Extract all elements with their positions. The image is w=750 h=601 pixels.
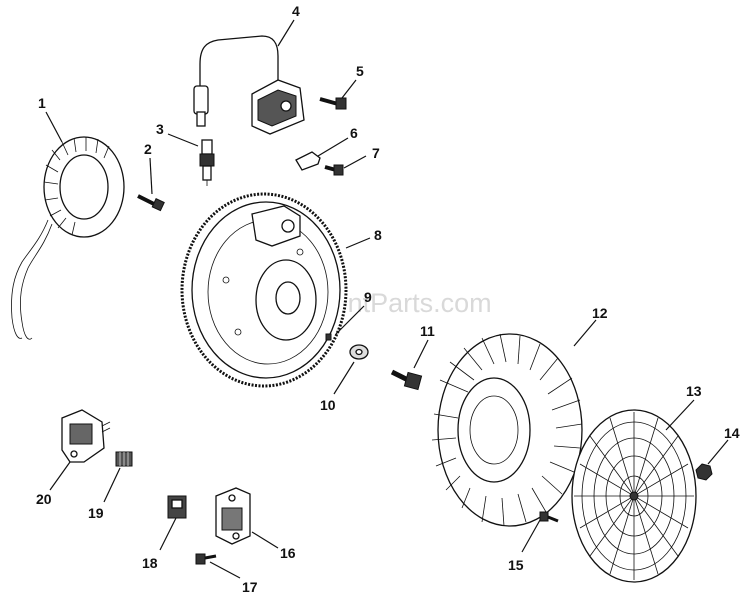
callout-4: 4 bbox=[292, 3, 300, 19]
flange-bolt-part[interactable] bbox=[390, 369, 423, 391]
callout-19: 19 bbox=[88, 505, 104, 521]
bolt-part-small[interactable] bbox=[324, 164, 344, 176]
callout-11: 11 bbox=[420, 323, 435, 339]
washer-part[interactable] bbox=[349, 344, 369, 360]
regulator-part[interactable] bbox=[61, 409, 111, 463]
spark-plug-part[interactable] bbox=[199, 139, 215, 186]
nut-part[interactable] bbox=[695, 463, 713, 481]
callout-5: 5 bbox=[356, 63, 364, 79]
connector-part[interactable] bbox=[167, 495, 187, 519]
callout-1: 1 bbox=[38, 95, 46, 111]
callout-9: 9 bbox=[364, 289, 372, 305]
callout-2: 2 bbox=[144, 141, 152, 157]
callout-18: 18 bbox=[142, 555, 158, 571]
stator-part[interactable] bbox=[11, 136, 125, 340]
callout-12: 12 bbox=[592, 305, 608, 321]
callout-10: 10 bbox=[320, 397, 336, 413]
callout-17: 17 bbox=[242, 579, 258, 595]
bolt-part[interactable] bbox=[319, 97, 347, 110]
bracket-part[interactable] bbox=[295, 151, 321, 171]
plug-part[interactable] bbox=[115, 451, 133, 467]
callout-6: 6 bbox=[350, 125, 358, 141]
callout-7: 7 bbox=[372, 145, 380, 161]
callout-labels: 1 2 3 4 5 6 7 8 9 10 11 12 13 14 15 16 1… bbox=[36, 3, 740, 595]
callout-14: 14 bbox=[724, 425, 740, 441]
leader-lines bbox=[45, 19, 729, 579]
screw-part-rectifier[interactable] bbox=[195, 553, 217, 565]
screw-part[interactable] bbox=[137, 194, 165, 212]
grass-screen-part[interactable] bbox=[571, 409, 697, 583]
callout-13: 13 bbox=[686, 383, 702, 399]
callout-8: 8 bbox=[374, 227, 382, 243]
callout-16: 16 bbox=[280, 545, 296, 561]
rectifier-plate-part[interactable] bbox=[215, 487, 251, 545]
flywheel-part[interactable] bbox=[180, 192, 348, 388]
callout-3: 3 bbox=[156, 121, 164, 137]
ignition-module-part[interactable] bbox=[193, 35, 305, 135]
screw-part-small[interactable] bbox=[539, 511, 559, 523]
callout-20: 20 bbox=[36, 491, 52, 507]
key-part[interactable] bbox=[325, 333, 332, 341]
callout-15: 15 bbox=[508, 557, 524, 573]
fan-part[interactable] bbox=[431, 333, 583, 527]
